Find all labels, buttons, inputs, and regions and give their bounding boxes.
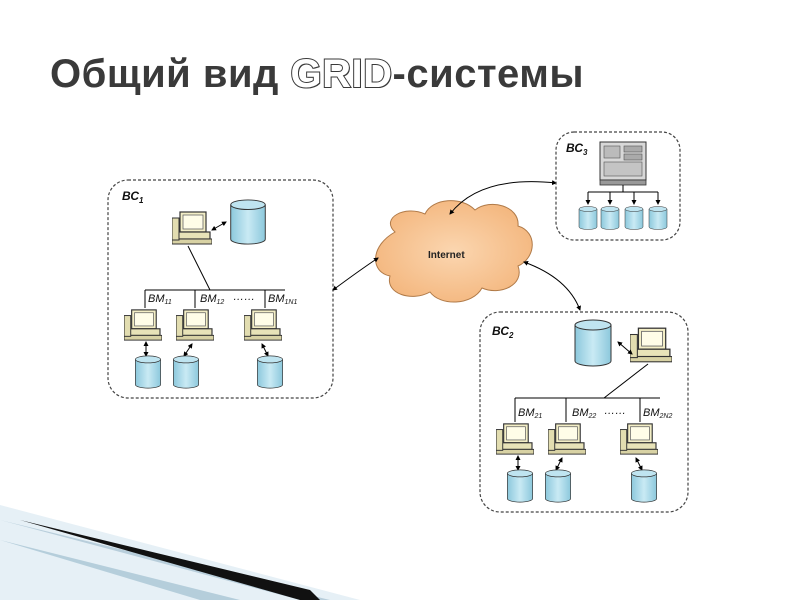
bc3-storage-1-icon	[578, 206, 598, 230]
bc2-label: ВС	[492, 324, 509, 338]
bc3-storage-3-icon	[624, 206, 644, 230]
bc1-node3-label: ВМ	[268, 293, 285, 305]
bc3-label-sub: 3	[583, 148, 588, 157]
bc2-node2-sub: 22	[588, 413, 597, 420]
internet-label: Internet	[428, 250, 465, 261]
slide-title: Общий вид GRID-системы	[50, 51, 585, 97]
bc1-label-sub: 1	[139, 196, 144, 205]
svg-text:ВС3: ВС3	[566, 141, 588, 157]
bc1-node2-label: ВМ	[200, 293, 217, 305]
bc2-label-sub: 2	[508, 331, 514, 340]
svg-text:ВМ12: ВМ12	[200, 293, 224, 306]
bc2-node3-sub: 2N2	[659, 413, 673, 420]
bc2-group: ВС2 ВМ21 ВМ22 …… ВМ2N2	[479, 311, 689, 513]
svg-text:ВС2: ВС2	[492, 324, 514, 340]
bc3-label: ВС	[566, 141, 583, 155]
bc1-group: ВС1 ВМ11 ВМ12 …… ВМ1N1	[107, 179, 334, 399]
bc2-node2-storage-icon	[545, 469, 571, 503]
bc3-storage-2-icon	[600, 206, 620, 230]
bc1-storage-icon	[230, 199, 266, 245]
bc2-dots: ……	[604, 405, 626, 417]
svg-text:ВМ22: ВМ22	[572, 407, 596, 420]
bc2-node3-storage-icon	[631, 469, 657, 503]
bc2-storage-icon	[574, 319, 612, 367]
svg-text:ВМ2N2: ВМ2N2	[643, 407, 672, 420]
bc2-node1-label: ВМ	[518, 407, 535, 419]
slide-corner-decoration	[0, 505, 360, 600]
bc1-node3-sub: 1N1	[285, 299, 298, 306]
bc2-node2-label: ВМ	[572, 407, 589, 419]
bc1-dots: ……	[233, 291, 255, 303]
bc3-storage-4-icon	[648, 206, 668, 230]
title-suffix: -системы	[392, 52, 585, 96]
svg-text:ВС1: ВС1	[122, 189, 144, 205]
bc2-node1-sub: 21	[534, 413, 543, 420]
bc1-node1-storage-icon	[135, 355, 161, 389]
bc3-group: ВС3	[555, 131, 681, 241]
bc1-node2-storage-icon	[173, 355, 199, 389]
title-prefix: Общий вид	[50, 52, 291, 96]
svg-text:ВМ11: ВМ11	[148, 293, 172, 306]
title-grid-word: GRID	[290, 51, 394, 97]
bc2-node1-storage-icon	[507, 469, 533, 503]
svg-text:ВМ21: ВМ21	[518, 407, 542, 420]
bc1-label: ВС	[122, 189, 139, 203]
bc2-node3-label: ВМ	[643, 407, 660, 419]
svg-text:ВМ1N1: ВМ1N1	[268, 293, 297, 306]
internet-cloud: Internet	[375, 200, 533, 303]
bc1-node2-sub: 12	[217, 299, 225, 306]
bc3-supercomputer-icon	[599, 141, 647, 186]
bc1-node1-sub: 11	[165, 299, 172, 306]
bc1-node3-storage-icon	[257, 355, 283, 389]
bc1-node1-label: ВМ	[148, 293, 165, 305]
